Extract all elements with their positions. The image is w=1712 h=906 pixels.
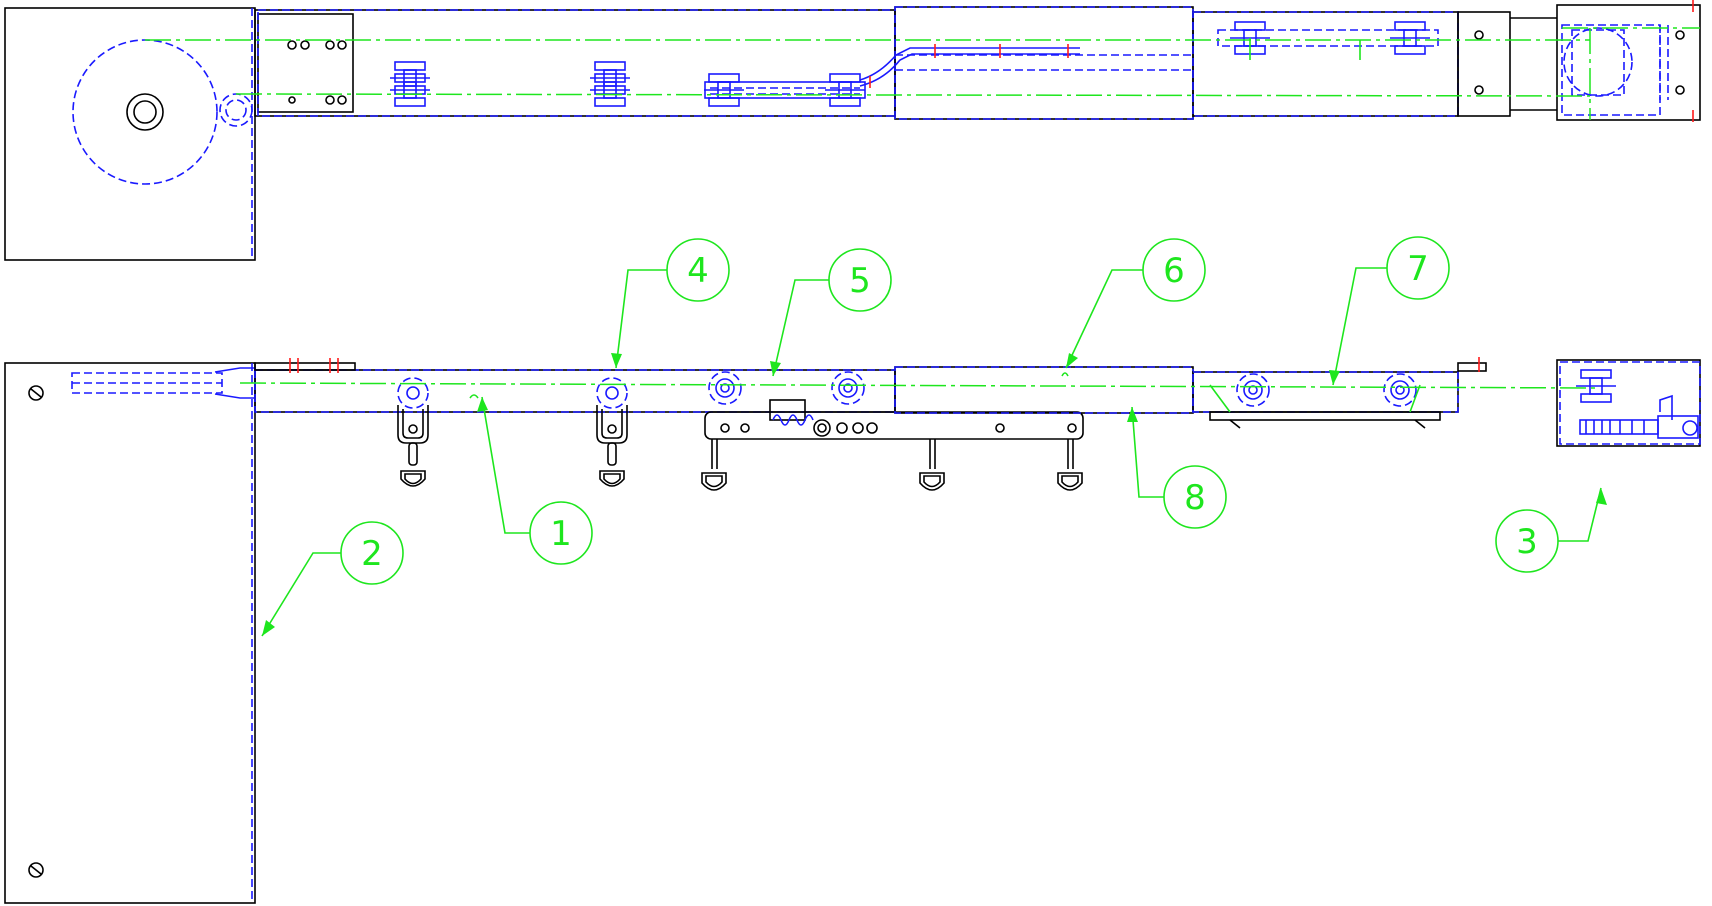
balloon-8: 8 <box>1127 406 1227 529</box>
front-hook-1 <box>701 438 727 491</box>
balloon-1: 1 <box>477 396 593 565</box>
front-return-trolley <box>1575 369 1617 403</box>
top-rail-b <box>1192 11 1459 117</box>
balloon-7-label: 7 <box>1407 249 1429 289</box>
top-rail-joint <box>894 6 1194 120</box>
top-drive-hub-outer <box>126 93 164 131</box>
front-drive-housing <box>4 362 256 904</box>
top-rail-a <box>254 9 896 117</box>
front-carrier-bar <box>704 411 1084 440</box>
balloon-2-label: 2 <box>361 534 383 574</box>
balloon-1-label: 1 <box>550 514 572 554</box>
top-trolley-4 <box>824 73 866 107</box>
balloon-8-label: 8 <box>1184 478 1206 518</box>
front-drive-trolley-a <box>708 371 742 405</box>
front-hook-2 <box>919 438 945 491</box>
balloon-3-label: 3 <box>1516 522 1538 562</box>
front-drive-trolley-b <box>831 371 865 405</box>
front-hanger-trolley-2 <box>596 377 628 487</box>
top-drive-housing <box>4 7 256 261</box>
balloon-4-label: 4 <box>687 251 709 291</box>
front-trolley-7b <box>1383 373 1417 407</box>
front-rail-a <box>254 369 896 413</box>
balloon-3: 3 <box>1495 487 1607 573</box>
front-trolley-7a <box>1236 373 1270 407</box>
mount-screw-bottom <box>28 862 44 878</box>
top-return-wheel <box>1563 27 1633 97</box>
front-hanger-trolley-1 <box>397 377 429 487</box>
front-return-housing <box>1556 359 1701 447</box>
front-hook-3 <box>1057 438 1083 491</box>
front-view <box>4 357 1701 904</box>
top-view <box>4 0 1701 261</box>
balloon-6-label: 6 <box>1163 251 1185 291</box>
top-drive-hub-inner <box>133 100 157 124</box>
balloon-2: 2 <box>261 521 404 637</box>
top-return-housing <box>1556 4 1701 121</box>
balloon-5-label: 5 <box>849 261 871 301</box>
balloon-5: 5 <box>770 248 892 377</box>
balloon-4: 4 <box>611 238 730 369</box>
top-drive-wheel <box>72 39 218 185</box>
top-end-block <box>1457 11 1511 117</box>
top-trolley-3 <box>703 73 745 107</box>
top-trolley-2 <box>589 73 631 107</box>
top-idler-wheel <box>219 93 253 127</box>
front-rail-joint <box>894 366 1194 414</box>
mount-screw-top <box>28 385 44 401</box>
top-trolley-6 <box>1389 21 1431 55</box>
balloon-7: 7 <box>1329 236 1450 386</box>
balloons: 1 2 3 4 5 6 <box>261 236 1607 637</box>
top-trolley-1 <box>389 73 431 107</box>
balloon-6: 6 <box>1065 238 1206 369</box>
